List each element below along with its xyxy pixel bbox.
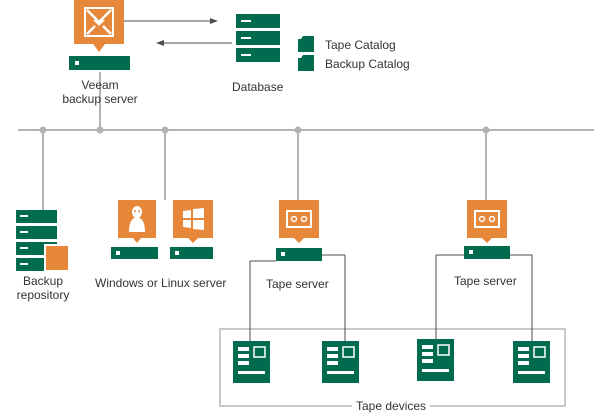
- tape-server-1-links: [249, 254, 346, 341]
- backup-repository-label: Backup repository: [0, 274, 86, 302]
- server-unit-icon: [111, 247, 158, 259]
- tape-library-icon: [233, 341, 270, 383]
- backup-catalog-label: Backup Catalog: [325, 57, 410, 71]
- repository-icon: [16, 210, 70, 272]
- tape-server-2: [464, 200, 510, 259]
- linux-server: [111, 200, 158, 259]
- linux-tux-icon: [118, 200, 156, 243]
- tape-server-2-links: [435, 254, 533, 341]
- tape-devices-label: Tape devices: [352, 399, 431, 413]
- tape-cassette-icon: [467, 200, 507, 243]
- backup-repository-label-line1: Backup: [22, 274, 64, 288]
- server-unit-icon: [464, 246, 510, 259]
- database-label: Database: [232, 80, 284, 94]
- veeam-logo-icon: [74, 0, 124, 52]
- tape-server-1: [276, 200, 322, 261]
- windows-linux-server-label: Windows or Linux server: [95, 276, 227, 290]
- backup-repository-label-line2: repository: [16, 288, 70, 302]
- windows-server: [170, 200, 213, 259]
- windows-logo-icon: [173, 200, 213, 243]
- connection-arrows: [124, 18, 232, 46]
- tape-server-1-label: Tape server: [266, 277, 329, 291]
- backup-catalog-folder-icon: [298, 55, 314, 71]
- server-unit-icon: [170, 247, 213, 259]
- database-server-icon: [236, 14, 280, 62]
- veeam-server-label-line2: backup server: [62, 92, 138, 106]
- tape-catalog-folder-icon: [298, 36, 314, 52]
- veeam-server-label: Veeam backup server: [40, 78, 160, 106]
- tape-catalog-label: Tape Catalog: [325, 38, 396, 52]
- server-unit-icon: [69, 56, 130, 70]
- veeam-server-label-line1: Veeam: [81, 78, 119, 92]
- veeam-backup-server: [69, 0, 130, 70]
- network-bus: [18, 72, 594, 210]
- tape-library-icon: [513, 341, 550, 383]
- tape-server-2-label: Tape server: [454, 274, 517, 288]
- tape-library-icon: [417, 339, 454, 381]
- tape-library-icon: [322, 341, 359, 383]
- server-unit-icon: [276, 248, 322, 261]
- tape-cassette-icon: [279, 200, 319, 243]
